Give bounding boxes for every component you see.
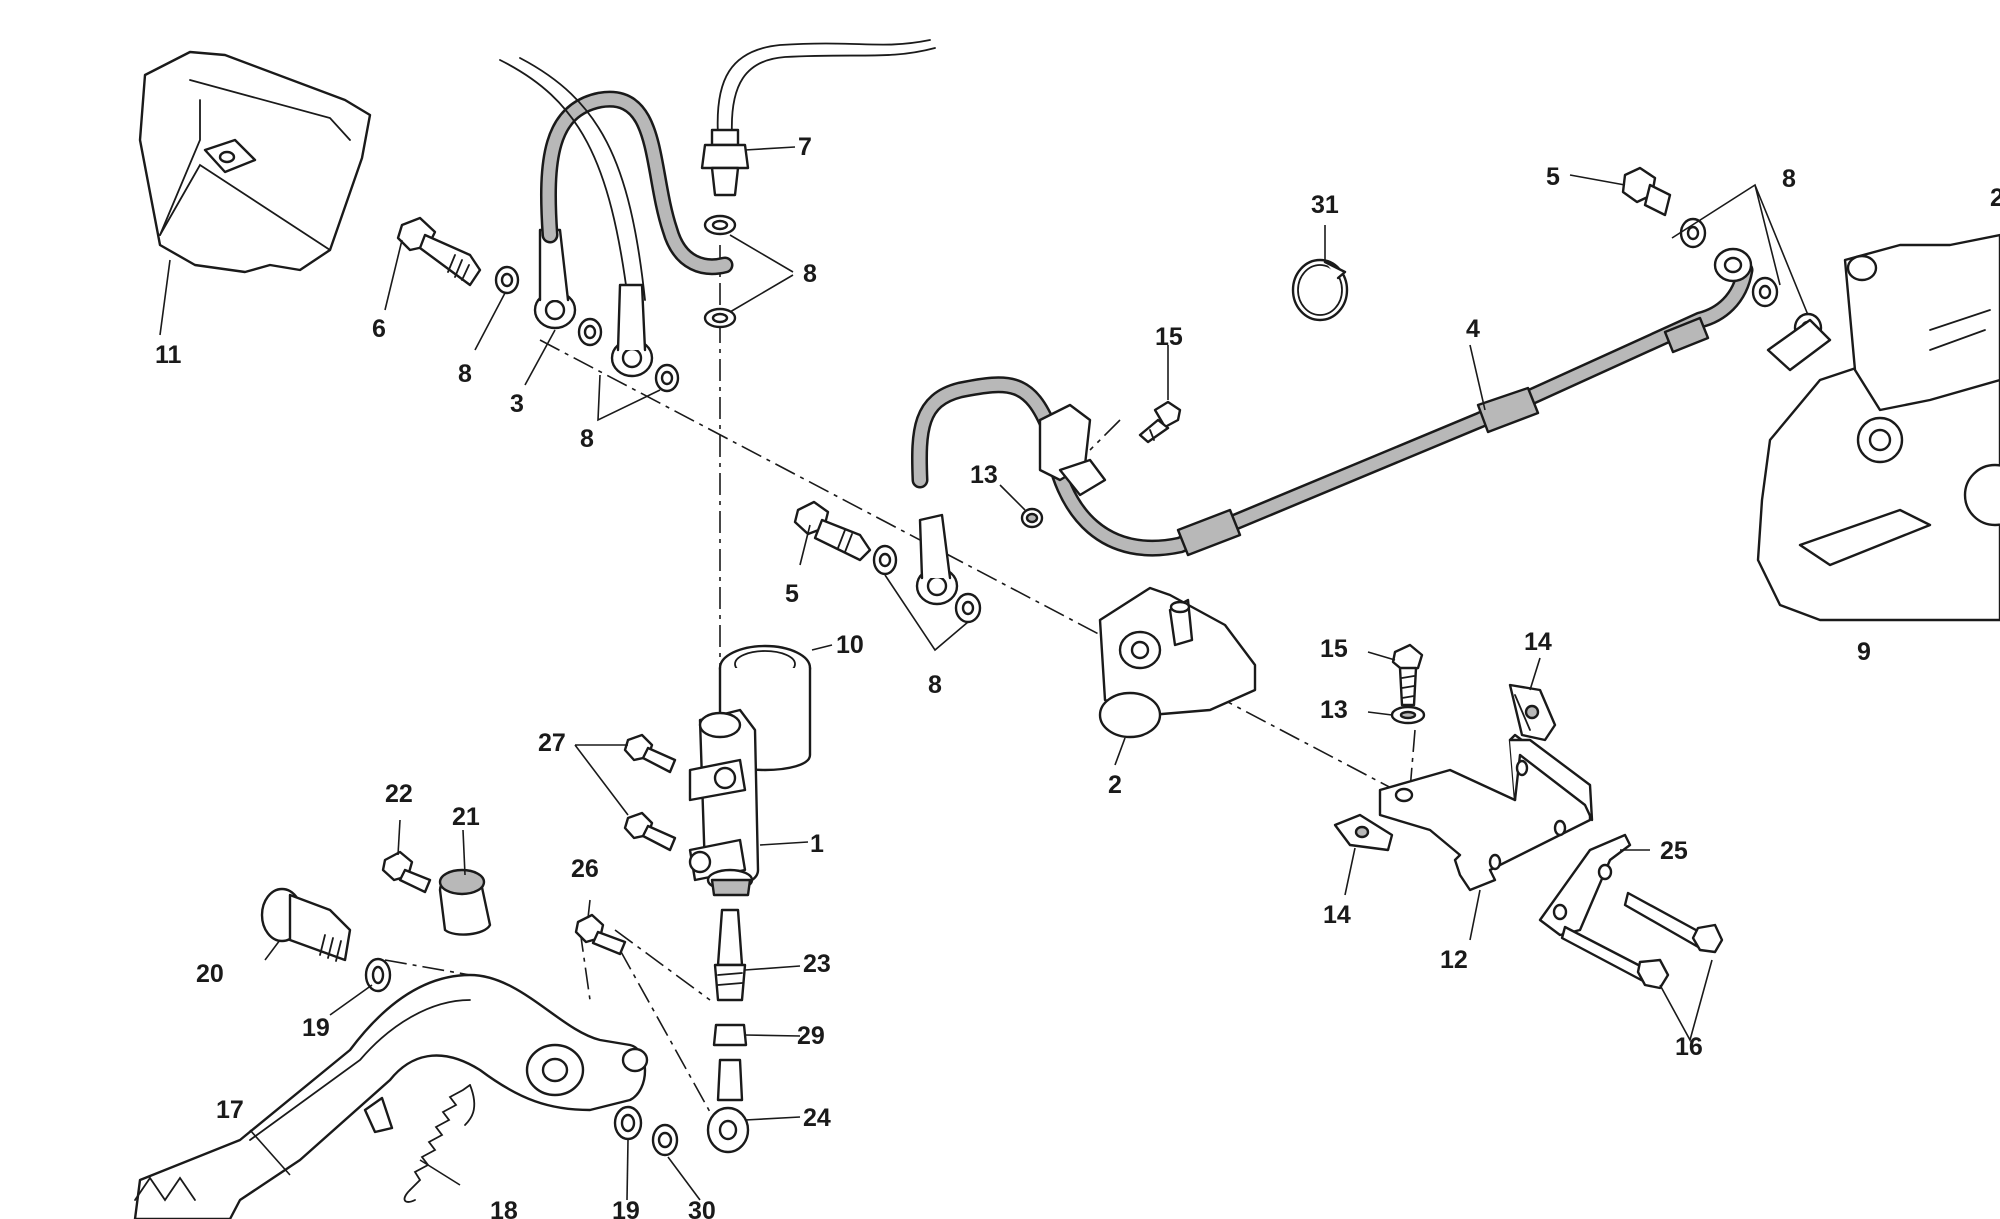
hose-clamp-part-31 (1291, 258, 1349, 322)
return-spring-part-18 (403, 1084, 476, 1203)
callout-12: 12 (1440, 946, 1468, 974)
hose-fitting-part-8-right (1713, 247, 1753, 283)
washer-part-13-upper (1020, 507, 1044, 529)
callout-20: 20 (196, 960, 224, 988)
callout-10: 10 (836, 631, 864, 659)
callout-8-mid: 8 (580, 425, 594, 453)
callout-19-lower: 19 (612, 1197, 640, 1219)
callout-31: 31 (1311, 191, 1339, 219)
callout-18: 18 (490, 1197, 518, 1219)
washer-part-13-lower (1390, 705, 1426, 725)
callout-21: 21 (452, 803, 480, 831)
clip-part-14-upper (1508, 683, 1557, 742)
clip-part-14-lower (1333, 813, 1394, 852)
callout-2-edge: 2 (1990, 184, 2000, 212)
master-cylinder-part-1 (688, 708, 760, 897)
callout-29: 29 (797, 1022, 825, 1050)
callout-5-upper: 5 (1546, 163, 1560, 191)
assembly-axis-lines (384, 245, 1561, 1131)
hose-connector-part-7 (700, 39, 936, 197)
mounting-bracket-part-12 (1378, 733, 1594, 892)
callout-4: 4 (1466, 315, 1480, 343)
callout-8-left: 8 (458, 360, 472, 388)
callout-17: 17 (216, 1096, 244, 1124)
callout-8-lower: 8 (928, 671, 942, 699)
master-cylinder-part-2 (1098, 586, 1257, 739)
rear-caliper-part-9 (1756, 233, 2000, 622)
banjo-bolt-part-5-right (1621, 166, 1672, 217)
callout-5-lower: 5 (785, 580, 799, 608)
bolt-part-22 (381, 850, 432, 894)
callout-8-top: 8 (803, 260, 817, 288)
callout-16: 16 (1675, 1033, 1703, 1061)
callout-22: 22 (385, 780, 413, 808)
callout-19-upper: 19 (302, 1014, 330, 1042)
callout-13-lower: 13 (1320, 696, 1348, 724)
callout-1: 1 (810, 830, 824, 858)
bolt-part-15-lower (1391, 643, 1424, 707)
callout-27: 27 (538, 729, 566, 757)
callout-15-upper: 15 (1155, 323, 1183, 351)
callout-13-upper: 13 (970, 461, 998, 489)
bolts-part-27 (623, 733, 677, 852)
bolt-part-26 (574, 913, 627, 956)
callout-11: 11 (155, 341, 182, 369)
banjo-fitting-part-3 (533, 228, 577, 330)
callout-3: 3 (510, 390, 524, 418)
callout-15-lower: 15 (1320, 635, 1348, 663)
callout-30: 30 (688, 1197, 716, 1219)
callout-9: 9 (1857, 638, 1871, 666)
pivot-bolt-part-20 (260, 887, 352, 962)
hose-fitting-part-3b (610, 283, 654, 378)
brake-hose-reservoir (499, 57, 734, 301)
banjo-bolt-part-5-lower (793, 500, 872, 562)
callout-7: 7 (798, 133, 812, 161)
callout-23: 23 (803, 950, 831, 978)
leader-lines (159, 146, 1809, 1201)
bolts-part-16 (1560, 891, 1724, 990)
brake-pedal-part-17 (133, 973, 649, 1219)
callout-6: 6 (372, 315, 386, 343)
heel-guard-part-11 (138, 50, 372, 274)
callout-14-upper: 14 (1524, 628, 1552, 656)
callout-labels: 1 2 2 3 4 5 5 6 7 8 8 8 8 8 9 10 11 12 1… (155, 133, 2000, 1219)
callout-2: 2 (1108, 771, 1122, 799)
banjo-bolt-part-6 (396, 216, 482, 287)
nut-part-29 (712, 1023, 748, 1047)
rubber-stop-part-21 (438, 868, 492, 936)
callout-24: 24 (803, 1104, 831, 1132)
callout-8-right: 8 (1782, 165, 1796, 193)
rear-brake-hose-part-4 (910, 261, 1754, 557)
callout-14-lower: 14 (1323, 901, 1351, 929)
hose-fitting-part-lower (915, 513, 959, 606)
plate-part-25 (1538, 833, 1632, 937)
bolt-part-15-upper (1138, 400, 1182, 444)
callout-26: 26 (571, 855, 599, 883)
clevis-part-24 (706, 1058, 750, 1154)
callout-25: 25 (1660, 837, 1688, 865)
pushrod-part-23 (713, 908, 747, 1002)
